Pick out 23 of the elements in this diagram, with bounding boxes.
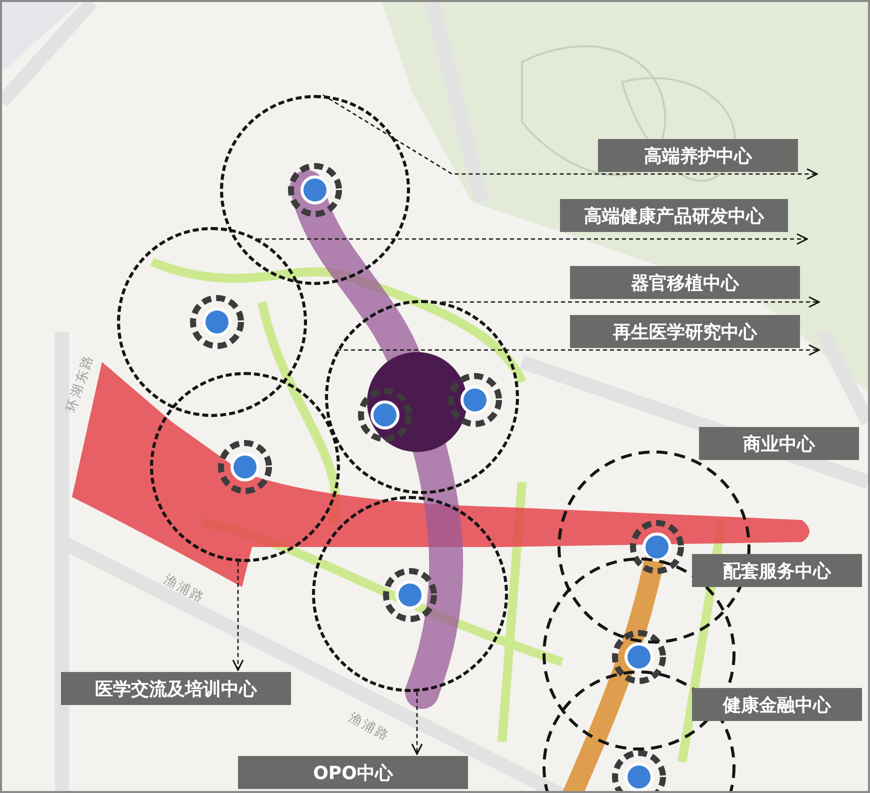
label-box: 商业中心: [699, 427, 859, 460]
leader-line: [232, 562, 244, 671]
road-name: 渔浦路: [345, 709, 394, 746]
road-name: 环湖东路: [63, 352, 98, 414]
label-box: 健康金融中心: [692, 688, 862, 721]
zone-circle: [117, 227, 307, 417]
leader-line: [337, 344, 820, 356]
road-name: 渔浦路: [160, 571, 209, 608]
label-box: 高端养护中心: [598, 139, 798, 172]
label-box: 再生医学研究中心: [570, 315, 800, 348]
leader-line: [442, 296, 820, 308]
label-box: 配套服务中心: [692, 554, 862, 587]
zone-circle: [312, 496, 508, 692]
label-box: OPO中心: [238, 756, 468, 789]
label-box: 器官移植中心: [570, 266, 800, 299]
leader-line: [411, 692, 423, 755]
zone-circle: [150, 372, 340, 562]
zone-circle: [220, 95, 410, 285]
leader-line: [258, 233, 808, 245]
zone-circle: [325, 300, 519, 494]
label-box: 医学交流及培训中心: [61, 672, 291, 705]
leader-line: [322, 94, 818, 180]
label-box: 高端健康产品研发中心: [560, 199, 788, 232]
